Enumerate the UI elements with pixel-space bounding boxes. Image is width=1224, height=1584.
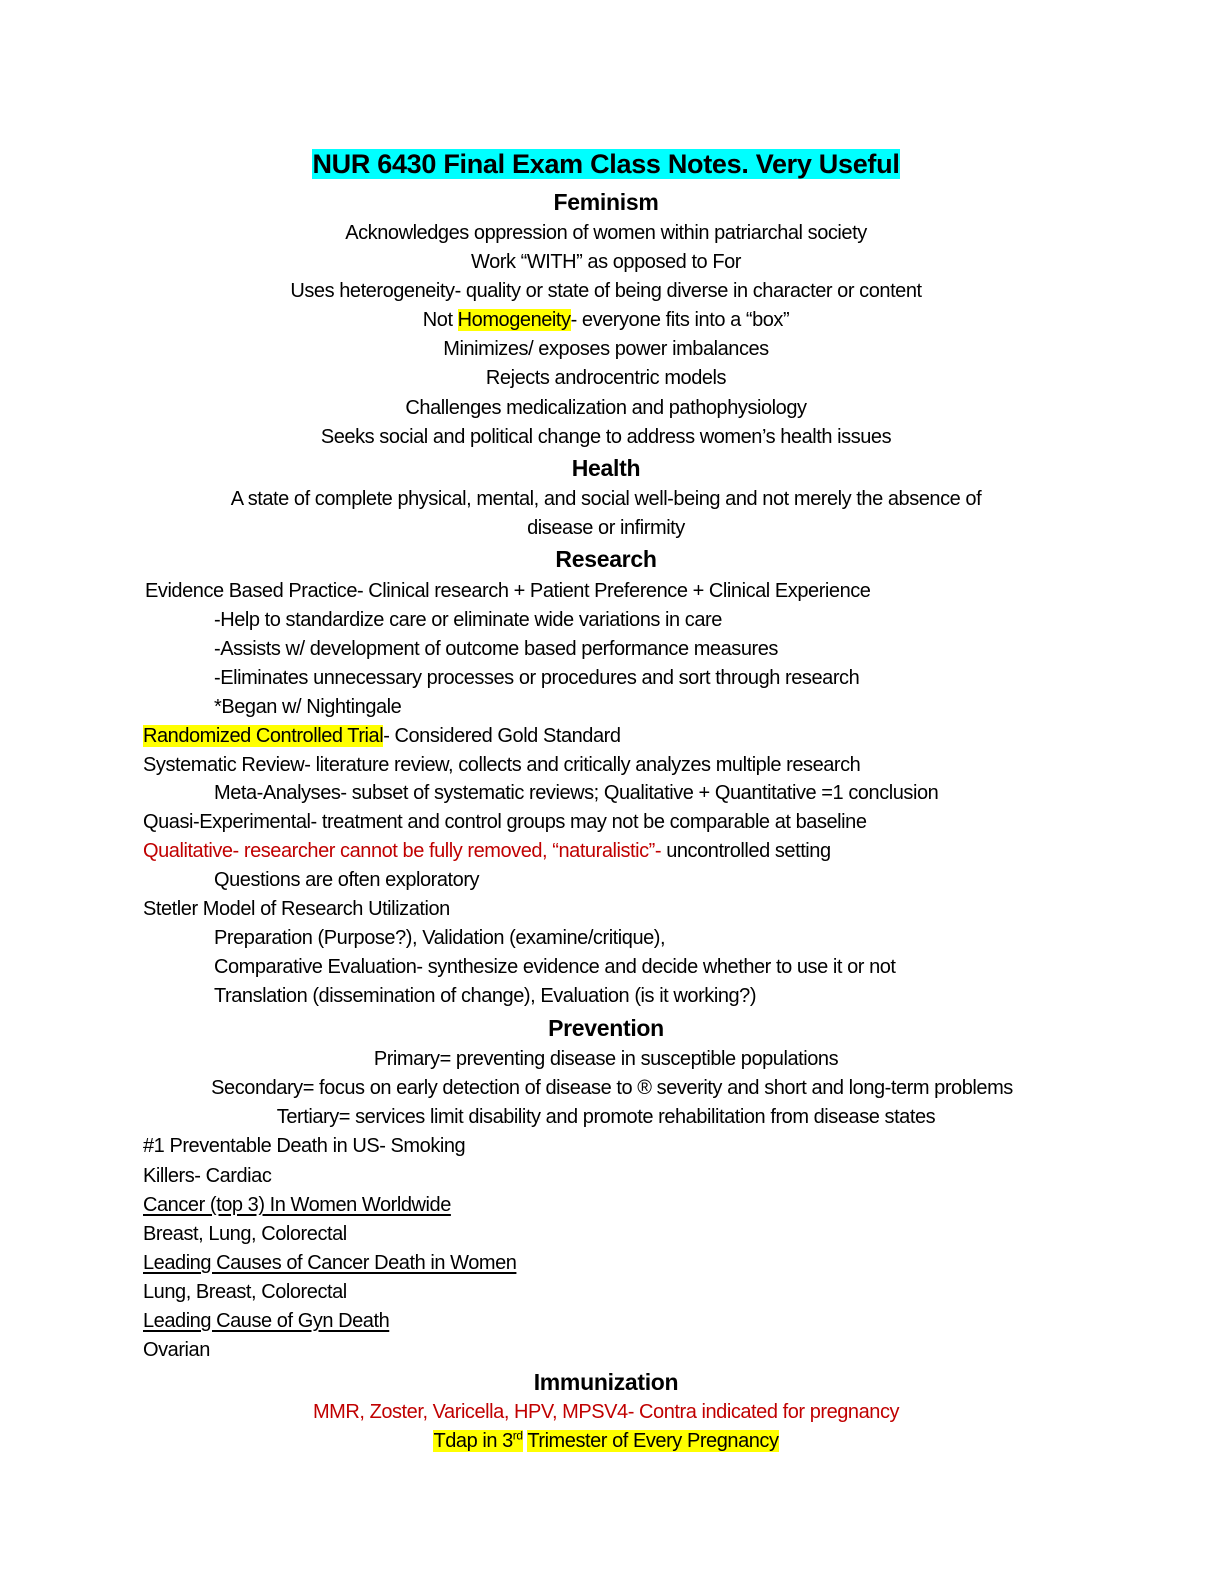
highlighted-term: Randomized Controlled Trial xyxy=(143,725,384,747)
feminism-line: Minimizes/ exposes power imbalances xyxy=(443,338,769,360)
prevention-line: Tertiary= services limit disability and … xyxy=(276,1106,936,1128)
text: Tdap in 3 xyxy=(433,1430,513,1452)
feminism-line: Rejects androcentric models xyxy=(485,367,727,389)
research-line: Meta-Analyses- subset of systematic revi… xyxy=(214,782,939,804)
highlighted-term: Homogeneity xyxy=(457,309,571,331)
immunization-contraindicated: MMR, Zoster, Varicella, HPV, MPSV4- Cont… xyxy=(312,1401,900,1423)
title-text: NUR 6430 Final Exam Class Notes. Very Us… xyxy=(312,149,900,179)
heading-research: Research xyxy=(555,546,657,572)
research-line: Systematic Review- literature review, co… xyxy=(143,754,861,776)
research-line: Comparative Evaluation- synthesize evide… xyxy=(214,956,896,978)
prevention-subheading: Leading Cause of Gyn Death xyxy=(143,1310,390,1332)
feminism-line: Acknowledges oppression of women within … xyxy=(345,222,867,244)
heading-feminism: Feminism xyxy=(553,189,659,215)
prevention-line: Breast, Lung, Colorectal xyxy=(143,1223,347,1245)
heading-immunization: Immunization xyxy=(533,1369,679,1395)
research-line: Qualitative- researcher cannot be fully … xyxy=(143,836,831,866)
heading-prevention: Prevention xyxy=(548,1015,664,1041)
text: uncontrolled setting xyxy=(666,840,831,862)
prevention-line: #1 Preventable Death in US- Smoking xyxy=(143,1135,466,1157)
research-line: -Assists w/ development of outcome based… xyxy=(214,638,778,660)
research-line: Translation (dissemination of change), E… xyxy=(214,985,757,1007)
immunization-tdap: Tdap in 3rd Trimester of Every Pregnancy xyxy=(0,1426,1212,1456)
red-text: Qualitative- researcher cannot be fully … xyxy=(143,840,667,862)
prevention-line: Secondary= focus on early detection of d… xyxy=(211,1077,1013,1099)
research-line: Quasi-Experimental- treatment and contro… xyxy=(143,811,867,833)
prevention-line: Killers- Cardiac xyxy=(143,1165,272,1187)
prevention-line: Ovarian xyxy=(143,1339,210,1361)
text: Not xyxy=(422,309,458,331)
feminism-line: Work “WITH” as opposed to For xyxy=(471,251,741,273)
superscript: rd xyxy=(512,1428,523,1443)
highlighted-term: Trimester of Every Pregnancy xyxy=(527,1430,779,1452)
research-line: Stetler Model of Research Utilization xyxy=(143,898,450,920)
research-line: *Began w/ Nightingale xyxy=(214,696,402,718)
feminism-line: Challenges medicalization and pathophysi… xyxy=(405,397,807,419)
research-line: -Help to standardize care or eliminate w… xyxy=(214,609,722,631)
research-line: Evidence Based Practice- Clinical resear… xyxy=(145,580,871,602)
document-title: NUR 6430 Final Exam Class Notes. Very Us… xyxy=(0,146,1212,182)
prevention-line: Lung, Breast, Colorectal xyxy=(143,1281,347,1303)
research-line: -Eliminates unnecessary processes or pro… xyxy=(214,667,860,689)
feminism-line: Uses heterogeneity- quality or state of … xyxy=(290,280,922,302)
text: - everyone fits into a “box” xyxy=(570,309,790,331)
research-line: Randomized Controlled Trial- Considered … xyxy=(143,721,621,751)
prevention-subheading: Leading Causes of Cancer Death in Women xyxy=(143,1252,517,1274)
heading-health: Health xyxy=(571,455,641,481)
feminism-line: Seeks social and political change to add… xyxy=(320,426,892,448)
health-line: disease or infirmity xyxy=(527,517,685,539)
prevention-subheading: Cancer (top 3) In Women Worldwide xyxy=(143,1194,451,1216)
highlighted-term: Tdap in 3rd xyxy=(433,1428,523,1452)
text: - Considered Gold Standard xyxy=(383,725,621,747)
feminism-line: Not Homogeneity- everyone fits into a “b… xyxy=(0,305,1212,335)
research-line: Questions are often exploratory xyxy=(214,869,480,891)
prevention-line: Primary= preventing disease in susceptib… xyxy=(373,1048,839,1070)
health-line: A state of complete physical, mental, an… xyxy=(230,488,982,510)
research-line: Preparation (Purpose?), Validation (exam… xyxy=(214,927,666,949)
